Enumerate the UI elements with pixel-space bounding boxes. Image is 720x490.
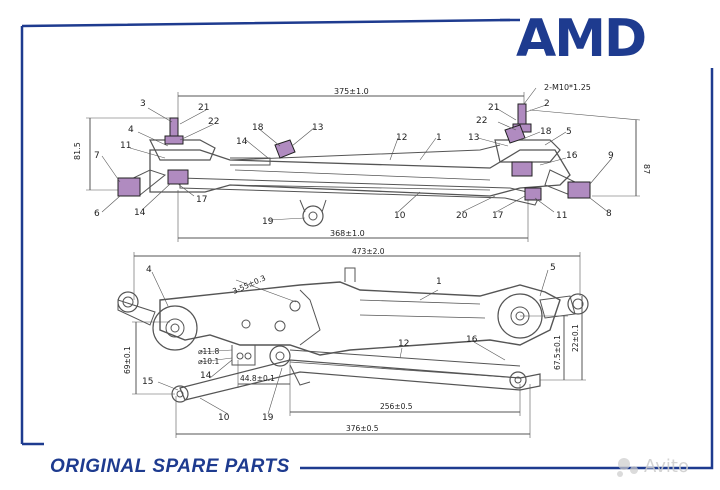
dim-375: 375±1.0: [334, 87, 369, 96]
lower-left-bushing: [117, 291, 139, 313]
label-3: 3: [140, 99, 146, 109]
dim-thread: 2-M10*1.25: [544, 83, 591, 92]
dim-22: 22±0.1: [571, 324, 580, 352]
label-2: 2: [544, 99, 550, 109]
upper-highlights: [117, 103, 591, 201]
bushing-left: [117, 177, 141, 197]
label-7: 7: [94, 151, 100, 161]
dim-d10-1: ⌀10.1: [198, 357, 219, 366]
label-13a: 13: [312, 123, 323, 133]
dim-d11-8: ⌀11.8: [198, 347, 219, 356]
label-lower-10: 10: [218, 413, 230, 423]
bushing-right-lower: [524, 187, 542, 201]
upper-view: [86, 92, 641, 242]
watermark-icon: [618, 458, 630, 470]
dim-256: 256±0.5: [380, 402, 413, 411]
label-18b: 18: [540, 127, 552, 137]
label-lower-14: 14: [200, 371, 212, 381]
label-17a: 17: [196, 195, 207, 205]
label-lower-5: 5: [550, 263, 556, 273]
lower-view: [117, 252, 589, 438]
label-14b: 14: [236, 137, 248, 147]
label-lower-19: 19: [262, 413, 274, 423]
dim-69: 69±0.1: [123, 346, 132, 374]
label-18a: 18: [252, 123, 264, 133]
bushing-right-inner: [511, 161, 533, 177]
label-20: 20: [456, 211, 468, 221]
lower-leaders: [151, 269, 549, 415]
watermark: Avito: [617, 456, 689, 477]
brand-tagline: ORIGINAL SPARE PARTS: [50, 456, 290, 477]
right-spindle: [517, 103, 527, 127]
label-22b: 22: [476, 116, 487, 126]
motor-mount: [302, 205, 324, 227]
lower-right-pivot: [497, 293, 543, 339]
clip-left: [274, 139, 296, 159]
label-lower-16: 16: [466, 335, 478, 345]
brand-logo: AMD: [516, 12, 647, 62]
frame-border: [20, 18, 714, 446]
lower-frame-body: [159, 281, 561, 356]
left-pivot-housing: [149, 139, 216, 161]
label-12: 12: [396, 133, 407, 143]
label-lower-15: 15: [142, 377, 153, 387]
label-6: 6: [94, 209, 100, 219]
dim-368: 368±1.0: [330, 229, 365, 238]
dim-44-8: 44.8±0.1: [240, 374, 275, 383]
dim-376: 376±0.5: [346, 424, 379, 433]
left-spindle: [169, 117, 179, 139]
label-16: 16: [566, 151, 578, 161]
label-8: 8: [606, 209, 612, 219]
label-lower-1: 1: [436, 277, 442, 287]
label-10: 10: [394, 211, 406, 221]
dim-67-5: 67.5±0.1: [553, 335, 562, 370]
label-lower-4: 4: [146, 265, 152, 275]
label-11b: 11: [556, 211, 567, 221]
label-13b: 13: [468, 133, 479, 143]
dim-473: 473±2.0: [352, 247, 385, 256]
label-lower-12: 12: [398, 339, 409, 349]
label-9: 9: [608, 151, 614, 161]
label-5: 5: [566, 127, 572, 137]
dim-81-5: 81.5: [73, 142, 82, 160]
upper-frame-body: [149, 149, 571, 197]
label-19: 19: [262, 217, 274, 227]
dim-slot: 3-55±0.3: [231, 273, 267, 296]
bushing-right: [567, 181, 591, 199]
lower-right-bushing: [567, 293, 589, 315]
label-1: 1: [436, 133, 442, 143]
lower-left-pivot: [152, 305, 198, 351]
frame-border-bottom: [300, 440, 714, 470]
brand-logo-text: AMD: [516, 12, 645, 62]
right-pivot-housing: [494, 139, 561, 163]
watermark-text: Avito: [644, 456, 689, 477]
upper-leaders: [101, 87, 613, 221]
label-22a: 22: [208, 117, 219, 127]
label-4: 4: [128, 125, 134, 135]
bushing-left-inner: [167, 169, 189, 185]
lower-link-rod: [179, 359, 541, 401]
label-21b: 21: [488, 103, 499, 113]
label-14a: 14: [134, 208, 146, 218]
label-11a: 11: [120, 141, 131, 151]
dim-87: 87: [642, 164, 651, 174]
label-21a: 21: [198, 103, 209, 113]
label-17b: 17: [492, 211, 503, 221]
